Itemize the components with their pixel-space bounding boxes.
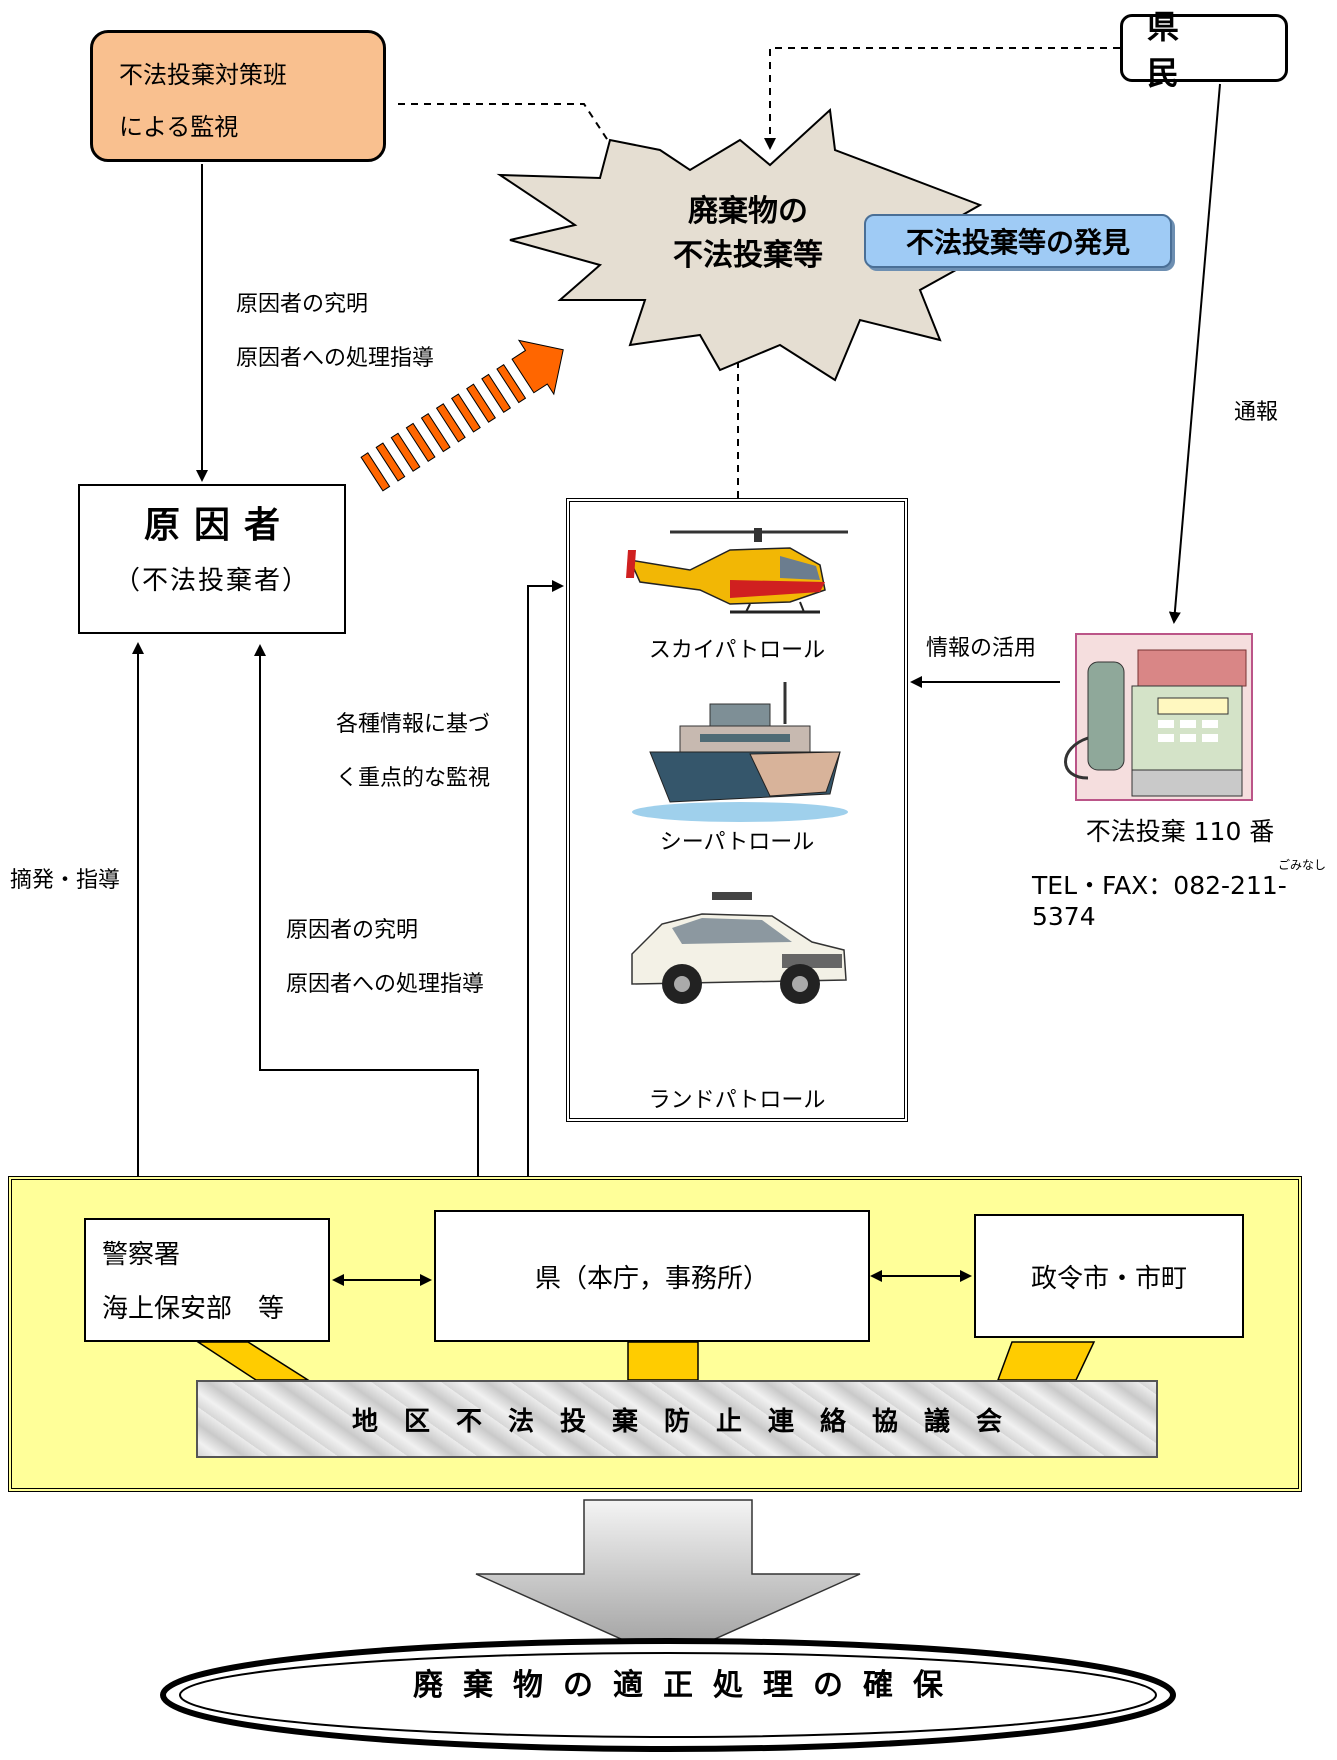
police-line2: 海上保安部 等 xyxy=(102,1294,285,1324)
police-box: 警察署 海上保安部 等 xyxy=(84,1218,330,1342)
down-arrow xyxy=(475,1499,861,1661)
warning-arrow xyxy=(360,339,564,492)
label-guidance-offender-mid: 原因者への処理指導 xyxy=(286,972,485,997)
dumping-label: 廃棄物の 不法投棄等 xyxy=(628,190,868,278)
patrol-sea-label: シーパトロール xyxy=(659,830,815,855)
helicopter-icon xyxy=(626,528,848,614)
council-connectors xyxy=(195,1270,1096,1381)
watch-team-line1: 不法投棄対策班 xyxy=(119,61,287,89)
arrow-prefecture-to-offender xyxy=(254,644,479,1220)
dashed-arrow-citizen-to-dumping xyxy=(764,47,1120,150)
result-ellipse-inner xyxy=(179,1652,1157,1738)
cities-label: 政令市・市町 xyxy=(1030,1263,1187,1294)
label-focused-watch-line1: 各種情報に基づ xyxy=(336,712,491,737)
label-identify-offender-mid: 原因者の究明 xyxy=(286,918,419,943)
arrow-prefecture-to-patrol xyxy=(527,580,564,1220)
boat-icon xyxy=(632,682,848,822)
discovery-badge: 不法投棄等の発見 xyxy=(864,214,1172,268)
patrol-panel: スカイパトロール シーパトロール ランドパトロール xyxy=(566,498,908,1122)
hotline-caption: 不法投棄 110 番 xyxy=(1085,817,1275,846)
patrol-land-label: ランドパトロール xyxy=(648,1088,826,1113)
offender-subtitle: （不法投棄者） xyxy=(113,566,310,596)
dumping-line1: 廃棄物の xyxy=(688,194,808,229)
council-name-bar: 地区不法投棄防止連絡協議会 xyxy=(196,1380,1158,1458)
hotline-ruby: ごみなし xyxy=(1278,858,1327,872)
citizen-box: 県 民 xyxy=(1120,8,1288,92)
patrol-sky-label: スカイパトロール xyxy=(648,638,826,663)
watch-team-box: 不法投棄対策班 による監視 xyxy=(90,30,386,162)
police-line1: 警察署 xyxy=(102,1240,181,1270)
cities-box: 政令市・市町 xyxy=(974,1214,1244,1338)
offender-title: 原因者 xyxy=(143,505,294,546)
label-guidance-offender-top: 原因者への処理指導 xyxy=(236,346,435,371)
hotline-tel: TEL・FAX：082-211-5374 xyxy=(1032,871,1287,931)
dumping-starburst xyxy=(496,107,983,382)
prefecture-label: 県（本庁，事務所） xyxy=(534,1263,769,1294)
label-info-use: 情報の活用 xyxy=(926,636,1037,661)
watch-team-line2: による監視 xyxy=(119,113,239,141)
prefecture-box: 県（本庁，事務所） xyxy=(434,1210,870,1342)
result-ellipse-outer xyxy=(160,1638,1176,1752)
label-identify-offender-top: 原因者の究明 xyxy=(236,292,369,317)
label-report: 通報 xyxy=(1234,400,1279,425)
label-focused-watch-line2: く重点的な監視 xyxy=(336,766,491,791)
dumping-line2: 不法投棄等 xyxy=(673,238,823,273)
police-car-icon xyxy=(631,892,847,1004)
arrow-citizen-to-hotline xyxy=(1168,83,1221,624)
result-label: 廃棄物の適正処理の確保 xyxy=(413,1668,963,1703)
telephone-fax-icon xyxy=(1064,633,1253,801)
dashed-arrow-watch-to-dumping xyxy=(398,103,624,164)
offender-box: 原因者 （不法投棄者） xyxy=(78,484,346,634)
council-section: 警察署 海上保安部 等 県（本庁，事務所） 政令市・市町 地区不法投棄防止連絡協… xyxy=(8,1176,1302,1492)
label-enforcement: 摘発・指導 xyxy=(10,868,121,893)
